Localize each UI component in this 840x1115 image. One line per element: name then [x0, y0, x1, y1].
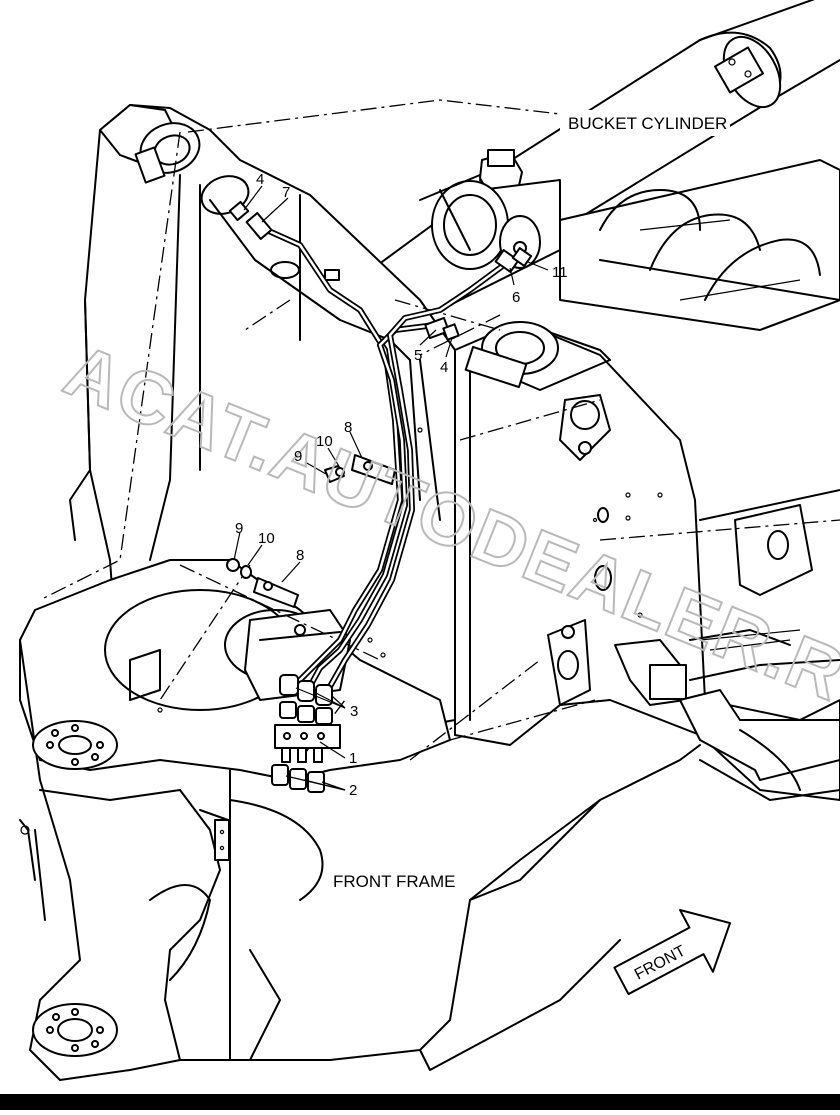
leader-lines	[233, 185, 549, 791]
callout-4-mid: 4	[440, 359, 448, 376]
callout-10-upper: 10	[316, 433, 333, 450]
callout-7: 7	[282, 184, 290, 201]
bulkhead-fittings	[271, 674, 341, 793]
front-frame	[19, 559, 701, 1081]
front-frame-label: FRONT FRAME	[333, 872, 455, 891]
callout-11: 11	[552, 264, 568, 281]
callout-5: 5	[414, 347, 422, 364]
clamps	[226, 454, 396, 608]
callout-9-upper: 9	[294, 448, 302, 465]
bottom-border	[0, 1094, 840, 1110]
hydraulic-hoses	[228, 200, 533, 693]
callout-1: 1	[349, 750, 357, 767]
callout-3: 3	[350, 703, 358, 720]
front-arrow: FRONT	[613, 909, 732, 996]
callout-8-lower: 8	[296, 547, 304, 564]
callout-2: 2	[349, 782, 357, 799]
bucket-cylinder-label: BUCKET CYLINDER	[568, 114, 727, 133]
callout-10-lower: 10	[258, 530, 275, 547]
callout-9-lower: 9	[235, 520, 243, 537]
callout-8-upper: 8	[344, 419, 352, 436]
callout-6: 6	[512, 289, 520, 306]
callout-4-top: 4	[256, 171, 264, 188]
